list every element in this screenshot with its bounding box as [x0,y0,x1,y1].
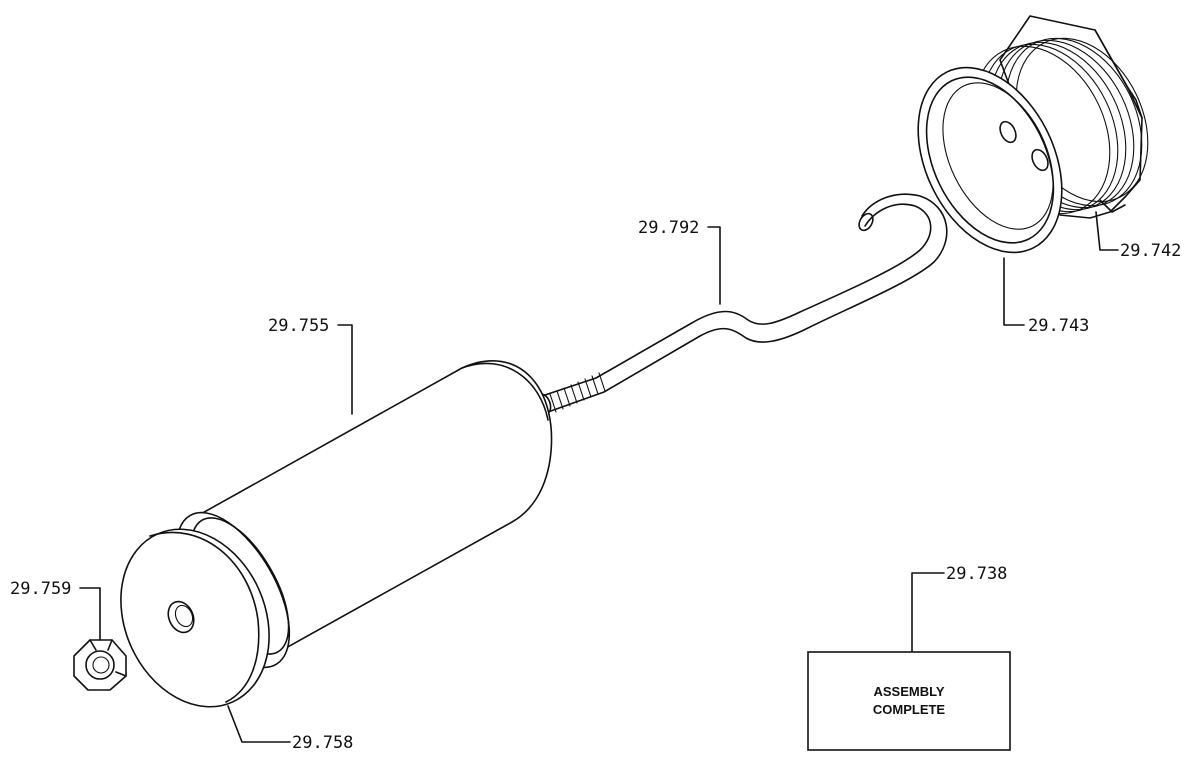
callout-29-742: 29.742 [1120,241,1181,261]
callout-29-743: 29.743 [1028,316,1089,336]
callout-29-758: 29.758 [292,733,353,753]
end-plate-29-758 [120,528,270,708]
callout-29-738: 29.738 [946,564,1007,584]
assembly-complete-box: ASSEMBLY COMPLETE [807,651,1011,751]
callout-29-755: 29.755 [268,316,329,336]
callout-29-792: 29.792 [638,218,699,238]
assembly-box-line-2: COMPLETE [873,702,946,717]
hook-rod-29-792 [536,193,948,415]
leader-lines [79,211,1119,743]
hex-nut-29-759 [73,639,127,691]
assembly-box-line-1: ASSEMBLY [873,684,944,699]
callout-29-759: 29.759 [10,579,71,599]
rim-ring-29-743 [917,66,1063,254]
